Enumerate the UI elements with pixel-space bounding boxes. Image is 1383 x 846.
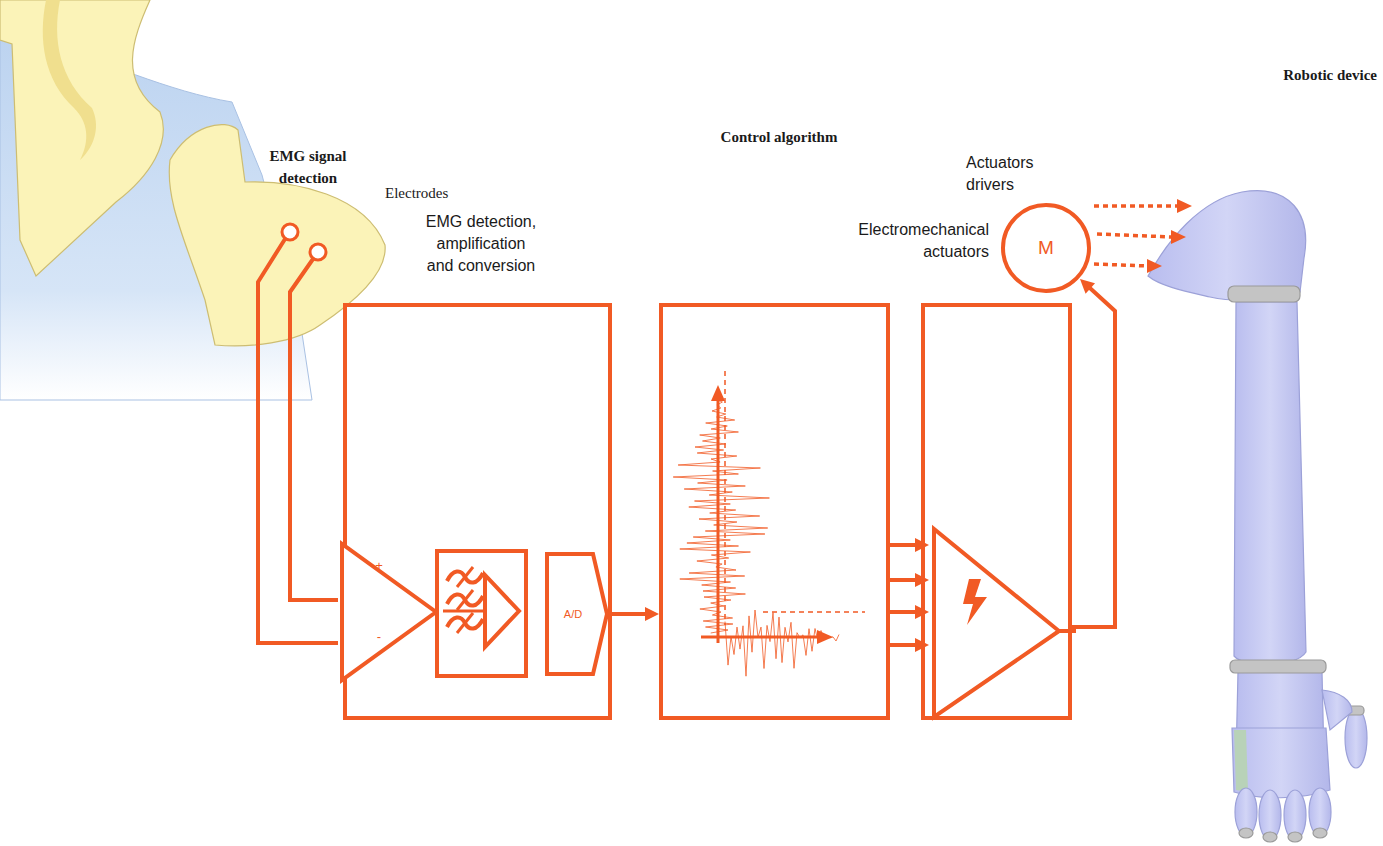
neck [0,0,163,276]
connector-arrow [1072,279,1115,627]
actuator-heading: Electromechanical actuators [839,219,989,263]
part-label: Electrodes [385,182,448,204]
converter-label: A/D [545,552,609,676]
section-heading: Robotic device [1283,64,1377,86]
motor-circle: Electromechanical actuatorsM [1001,203,1091,293]
neck-shade [43,0,96,160]
electrode-wire [258,239,338,643]
motor-symbol: M [1001,203,1091,293]
electrode-wire [290,259,338,600]
process-box: Actuators drivers [921,303,1072,720]
emg-waveform [663,307,894,724]
robot-arm [1148,191,1367,842]
process-box: Control algorithm [659,303,890,720]
shoulder [169,125,385,346]
actuation-arrowheads [1147,199,1192,273]
driver-amplifier [925,307,1076,724]
section-heading: EMG signal detection [240,145,376,189]
converter-node: A/D [545,552,609,676]
box-heading: EMG detection, amplification and convers… [424,211,538,277]
actuation-arrows [1094,206,1178,266]
electrode [282,224,298,240]
box-heading: Actuators drivers [966,152,1046,196]
connector-arrow [609,607,659,621]
electrode [310,244,326,260]
section-heading: Control algorithm [679,126,879,148]
process-box: EMG detection, amplification and convers… [343,303,612,720]
